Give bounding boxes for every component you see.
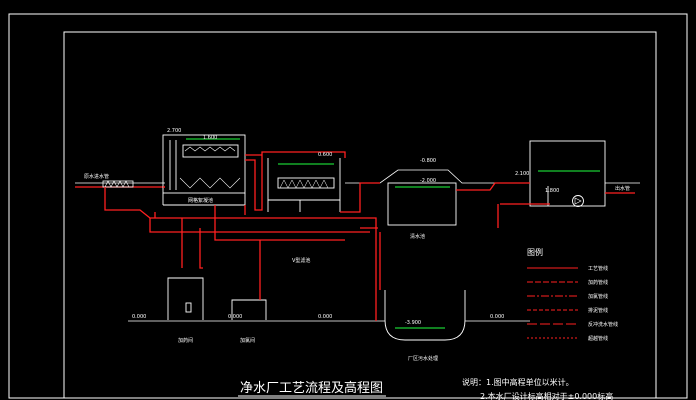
elevation-4: 0.600 [318,152,332,158]
legend-header: 图例 [527,247,543,257]
elevation-6: -2.000 [420,178,436,184]
elevation-5: -0.800 [420,158,436,164]
legend-label-4: 排泥管线 [588,307,608,314]
chlorine-room [231,299,267,320]
legend-label-3: 加氯管线 [588,293,608,300]
elevation-markers: 2.700 1.600 0.000 0.600 -0.800 -2.000 -3… [132,128,559,326]
raw-water-inlet: 原水进水管 [75,173,165,188]
clear-water-tank-label: 清水池 [410,233,425,240]
legend-label-2: 加药管线 [588,279,608,286]
v-filter [267,158,341,212]
inner-frame [63,31,657,399]
elevation-1: 2.700 [167,128,181,134]
pump-house [529,140,606,207]
legend: 图例 工艺管线 加药管线 加氯管线 排泥管线 反冲洗水管线 超越管线 [527,247,618,342]
sludge-tank-label: 厂区污水处理 [408,355,438,362]
out-pipe-label: 出水管 [615,185,630,192]
dosing-room-label: 加药间 [178,337,193,344]
sludge-tank [384,290,466,341]
chlorine-room-label: 加氯间 [240,337,255,344]
elevation-11: 0.000 [228,314,242,320]
elevation-12: 0.000 [318,314,332,320]
legend-label-5: 反冲洗水管线 [588,321,618,328]
note-line-1: 说明：1.图中高程单位以米计。 [462,377,574,387]
flocculation-basin [162,134,246,206]
elevation-10: 0.000 [490,314,504,320]
elevation-3: 0.000 [132,314,146,320]
elevation-9: 1.800 [545,188,559,194]
legend-row-1: 工艺管线 [527,265,608,272]
note-line-2: 2.本水厂设计标高相对于±0.000标高 [480,391,613,400]
legend-row-4: 排泥管线 [527,307,608,314]
elevation-2: 1.600 [203,135,217,141]
legend-row-3: 加氯管线 [527,293,608,300]
flocculation-basin-label: 网格絮凝池 [188,197,213,204]
legend-row-6: 超越管线 [527,335,608,342]
elevation-7: -3.900 [405,320,421,326]
drawing-title: 净水厂工艺流程及高程图 [240,380,383,396]
process-pipes [104,151,635,321]
elevation-8: 2.100 [515,171,529,177]
dosing-room [167,277,204,320]
legend-label-1: 工艺管线 [588,265,608,272]
legend-label-6: 超越管线 [588,335,608,342]
legend-row-2: 加药管线 [527,279,608,286]
clear-water-tank [387,182,457,226]
v-filter-label: V型滤池 [292,257,310,264]
legend-row-5: 反冲洗水管线 [527,321,618,328]
raw-pipe-label: 原水进水管 [84,173,109,180]
